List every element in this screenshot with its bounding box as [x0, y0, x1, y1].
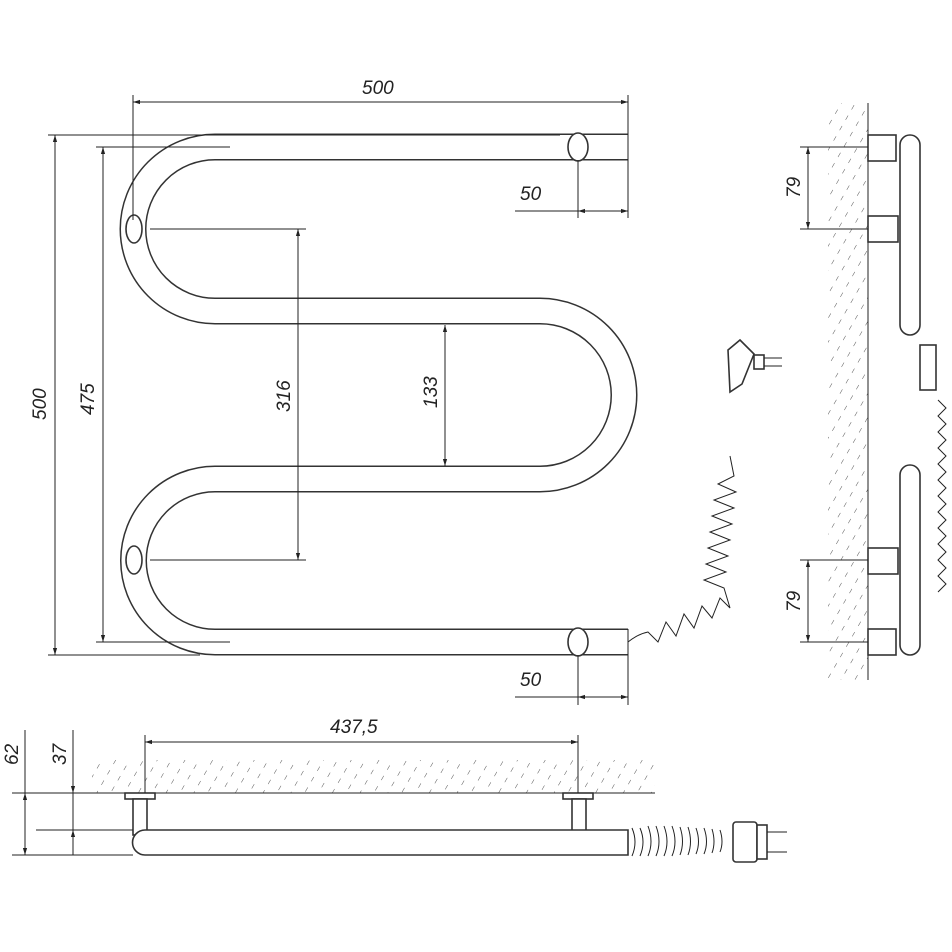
side-view: 79 79	[784, 103, 947, 680]
dim-offset-top: 50	[520, 184, 542, 205]
dim-depth-total: 62	[2, 743, 23, 765]
dim-front-width: 500	[362, 78, 394, 99]
front-view-pipe	[119, 132, 638, 657]
power-cable-and-plug	[627, 338, 782, 643]
dim-depth-axis: 37	[50, 742, 71, 765]
dim-axis-spacing: 316	[274, 380, 295, 412]
dim-side-bottom: 79	[784, 590, 805, 612]
dim-bottom-mount: 437,5	[330, 717, 378, 738]
dim-inner-height: 475	[78, 383, 99, 415]
dim-side-top: 79	[784, 176, 805, 198]
bottom-view: 437,5 62 37	[2, 717, 787, 863]
dim-gap: 133	[421, 376, 442, 408]
front-dimensions: 500 500 475 316 133 50 50	[30, 78, 629, 705]
dim-offset-bottom: 50	[520, 670, 542, 691]
dim-front-height: 500	[30, 388, 51, 420]
